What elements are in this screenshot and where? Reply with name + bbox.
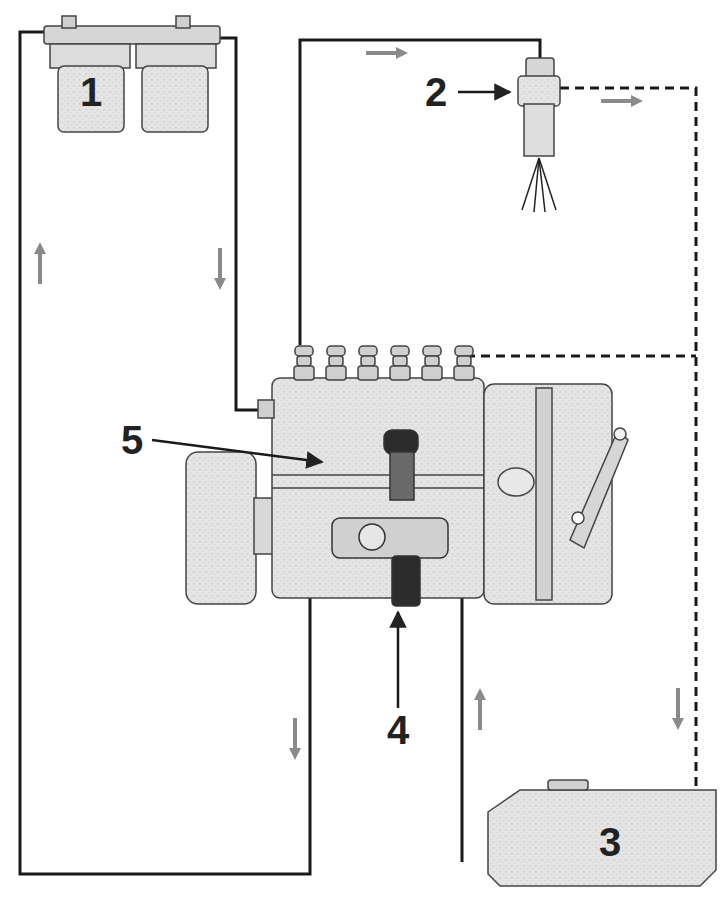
drawing-part	[289, 718, 301, 760]
drawing-part	[136, 44, 216, 68]
drawing-part	[614, 428, 626, 440]
drawing-part	[152, 440, 322, 462]
drawing-part	[359, 524, 385, 550]
drawing-part	[272, 475, 484, 488]
drawing-part	[423, 346, 441, 356]
drawing-part	[488, 790, 716, 886]
drawing-part	[524, 104, 554, 156]
drawing-part	[601, 95, 643, 107]
fuel-lines	[20, 32, 540, 874]
drawing-part	[272, 378, 484, 598]
drawing-part	[358, 366, 378, 380]
drawing-part	[526, 58, 554, 78]
delivery-valves	[294, 346, 474, 380]
return-lines	[466, 88, 696, 790]
drawing-part	[393, 356, 407, 366]
callout-number: 5	[121, 420, 143, 460]
drawing-part	[570, 430, 628, 548]
drawing-part	[295, 346, 313, 356]
drawing-part	[220, 38, 266, 410]
drawing-part	[142, 66, 208, 132]
callout-number: 4	[387, 710, 409, 750]
drawing-part	[466, 355, 696, 358]
drawing-part	[498, 468, 534, 496]
drawing-part	[454, 366, 474, 380]
drawing-part	[392, 556, 420, 606]
drawing-part	[58, 66, 124, 132]
drawing-part	[294, 366, 314, 380]
injector	[518, 58, 560, 212]
callout-number: 3	[599, 822, 621, 862]
drawing-part	[327, 346, 345, 356]
drawing-part	[391, 346, 409, 356]
drawing-part	[422, 366, 442, 380]
drawing-part	[297, 356, 311, 366]
drawing-part	[366, 47, 408, 59]
drawing-part	[572, 512, 584, 524]
drawing-part	[474, 688, 486, 730]
drawing-part	[455, 346, 473, 356]
drawing-part	[522, 158, 556, 212]
fuel-tank	[488, 780, 716, 886]
drawing-part	[359, 346, 377, 356]
callout-number: 1	[80, 72, 102, 112]
drawing-part	[390, 366, 410, 380]
drawing-part	[329, 356, 343, 366]
drawing-part	[425, 356, 439, 366]
drawing-part	[361, 356, 375, 366]
drawing-part	[34, 242, 46, 284]
leader-lines	[152, 92, 510, 708]
drawing-part	[458, 91, 510, 94]
drawing-part	[186, 452, 256, 604]
drawing-part	[62, 16, 76, 28]
drawing-part	[672, 688, 684, 730]
drawing-part	[536, 388, 552, 600]
drawing-part	[300, 40, 540, 345]
drawing-part	[518, 76, 560, 106]
drawing-part	[258, 400, 274, 418]
drawing-part	[397, 612, 400, 708]
drawing-part	[457, 356, 471, 366]
drawing-part	[390, 452, 414, 500]
transfer-pump	[332, 430, 448, 606]
callout-number: 2	[425, 72, 447, 112]
drawing-part	[176, 16, 190, 28]
drawing-part	[332, 518, 448, 558]
drawing-part	[384, 430, 418, 454]
fuel-filter	[44, 16, 220, 132]
drawing-part	[534, 158, 539, 212]
flow-arrows	[34, 47, 684, 760]
drawing-part	[548, 780, 588, 790]
drawing-part	[539, 158, 556, 210]
drawing-part	[214, 248, 226, 290]
drawing-part	[50, 44, 130, 68]
drawing-part	[326, 366, 346, 380]
